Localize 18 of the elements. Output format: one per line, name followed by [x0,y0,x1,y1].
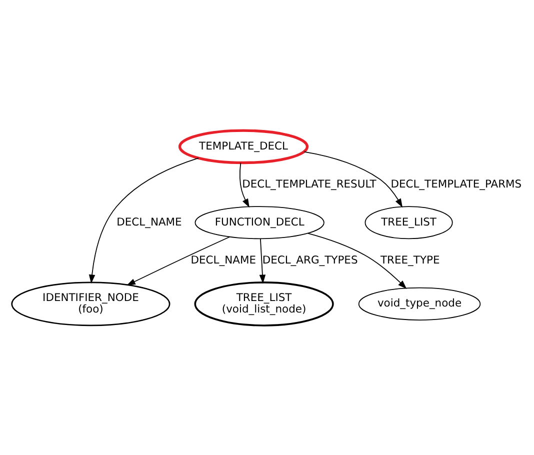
edge-label: DECL_TEMPLATE_PARMS [390,176,522,190]
edge-label: DECL_NAME [116,214,182,228]
edge-label: DECL_NAME [190,252,256,266]
arrow [239,162,250,208]
node-ellipse: void_type_node [358,286,481,320]
node-ellipse: TREE_LIST [364,206,453,239]
edge-label: DECL_TEMPLATE_RESULT [242,176,376,190]
arrow [304,150,403,208]
arrow [307,232,407,289]
arrow [259,238,266,284]
node-ellipse: FUNCTION_DECL [194,206,324,239]
node-ellipse: TEMPLATE_DECL [178,128,309,164]
edge-label: TREE_TYPE [380,252,440,266]
arrow [126,236,230,286]
arrow [88,157,199,284]
edge-label: DECL_ARG_TYPES [262,252,358,266]
node-ellipse: IDENTIFIER_NODE (foo) [11,281,170,326]
node-ellipse: TREE_LIST (void_list_node) [194,281,334,326]
